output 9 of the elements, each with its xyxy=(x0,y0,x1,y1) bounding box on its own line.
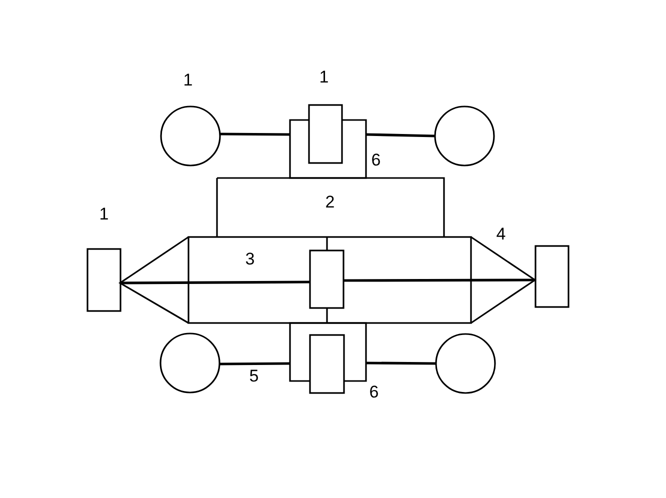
callout-number: 6 xyxy=(369,384,379,400)
callout-number: 5 xyxy=(249,368,259,384)
callout-number: 1 xyxy=(319,68,329,86)
callout-number: 1 xyxy=(183,72,193,88)
callout-number: 4 xyxy=(496,226,506,242)
callout-number: 1 xyxy=(99,206,109,222)
callout-number: 3 xyxy=(245,250,255,268)
callout-number: 6 xyxy=(371,152,381,168)
callout-number: 2 xyxy=(325,194,335,210)
